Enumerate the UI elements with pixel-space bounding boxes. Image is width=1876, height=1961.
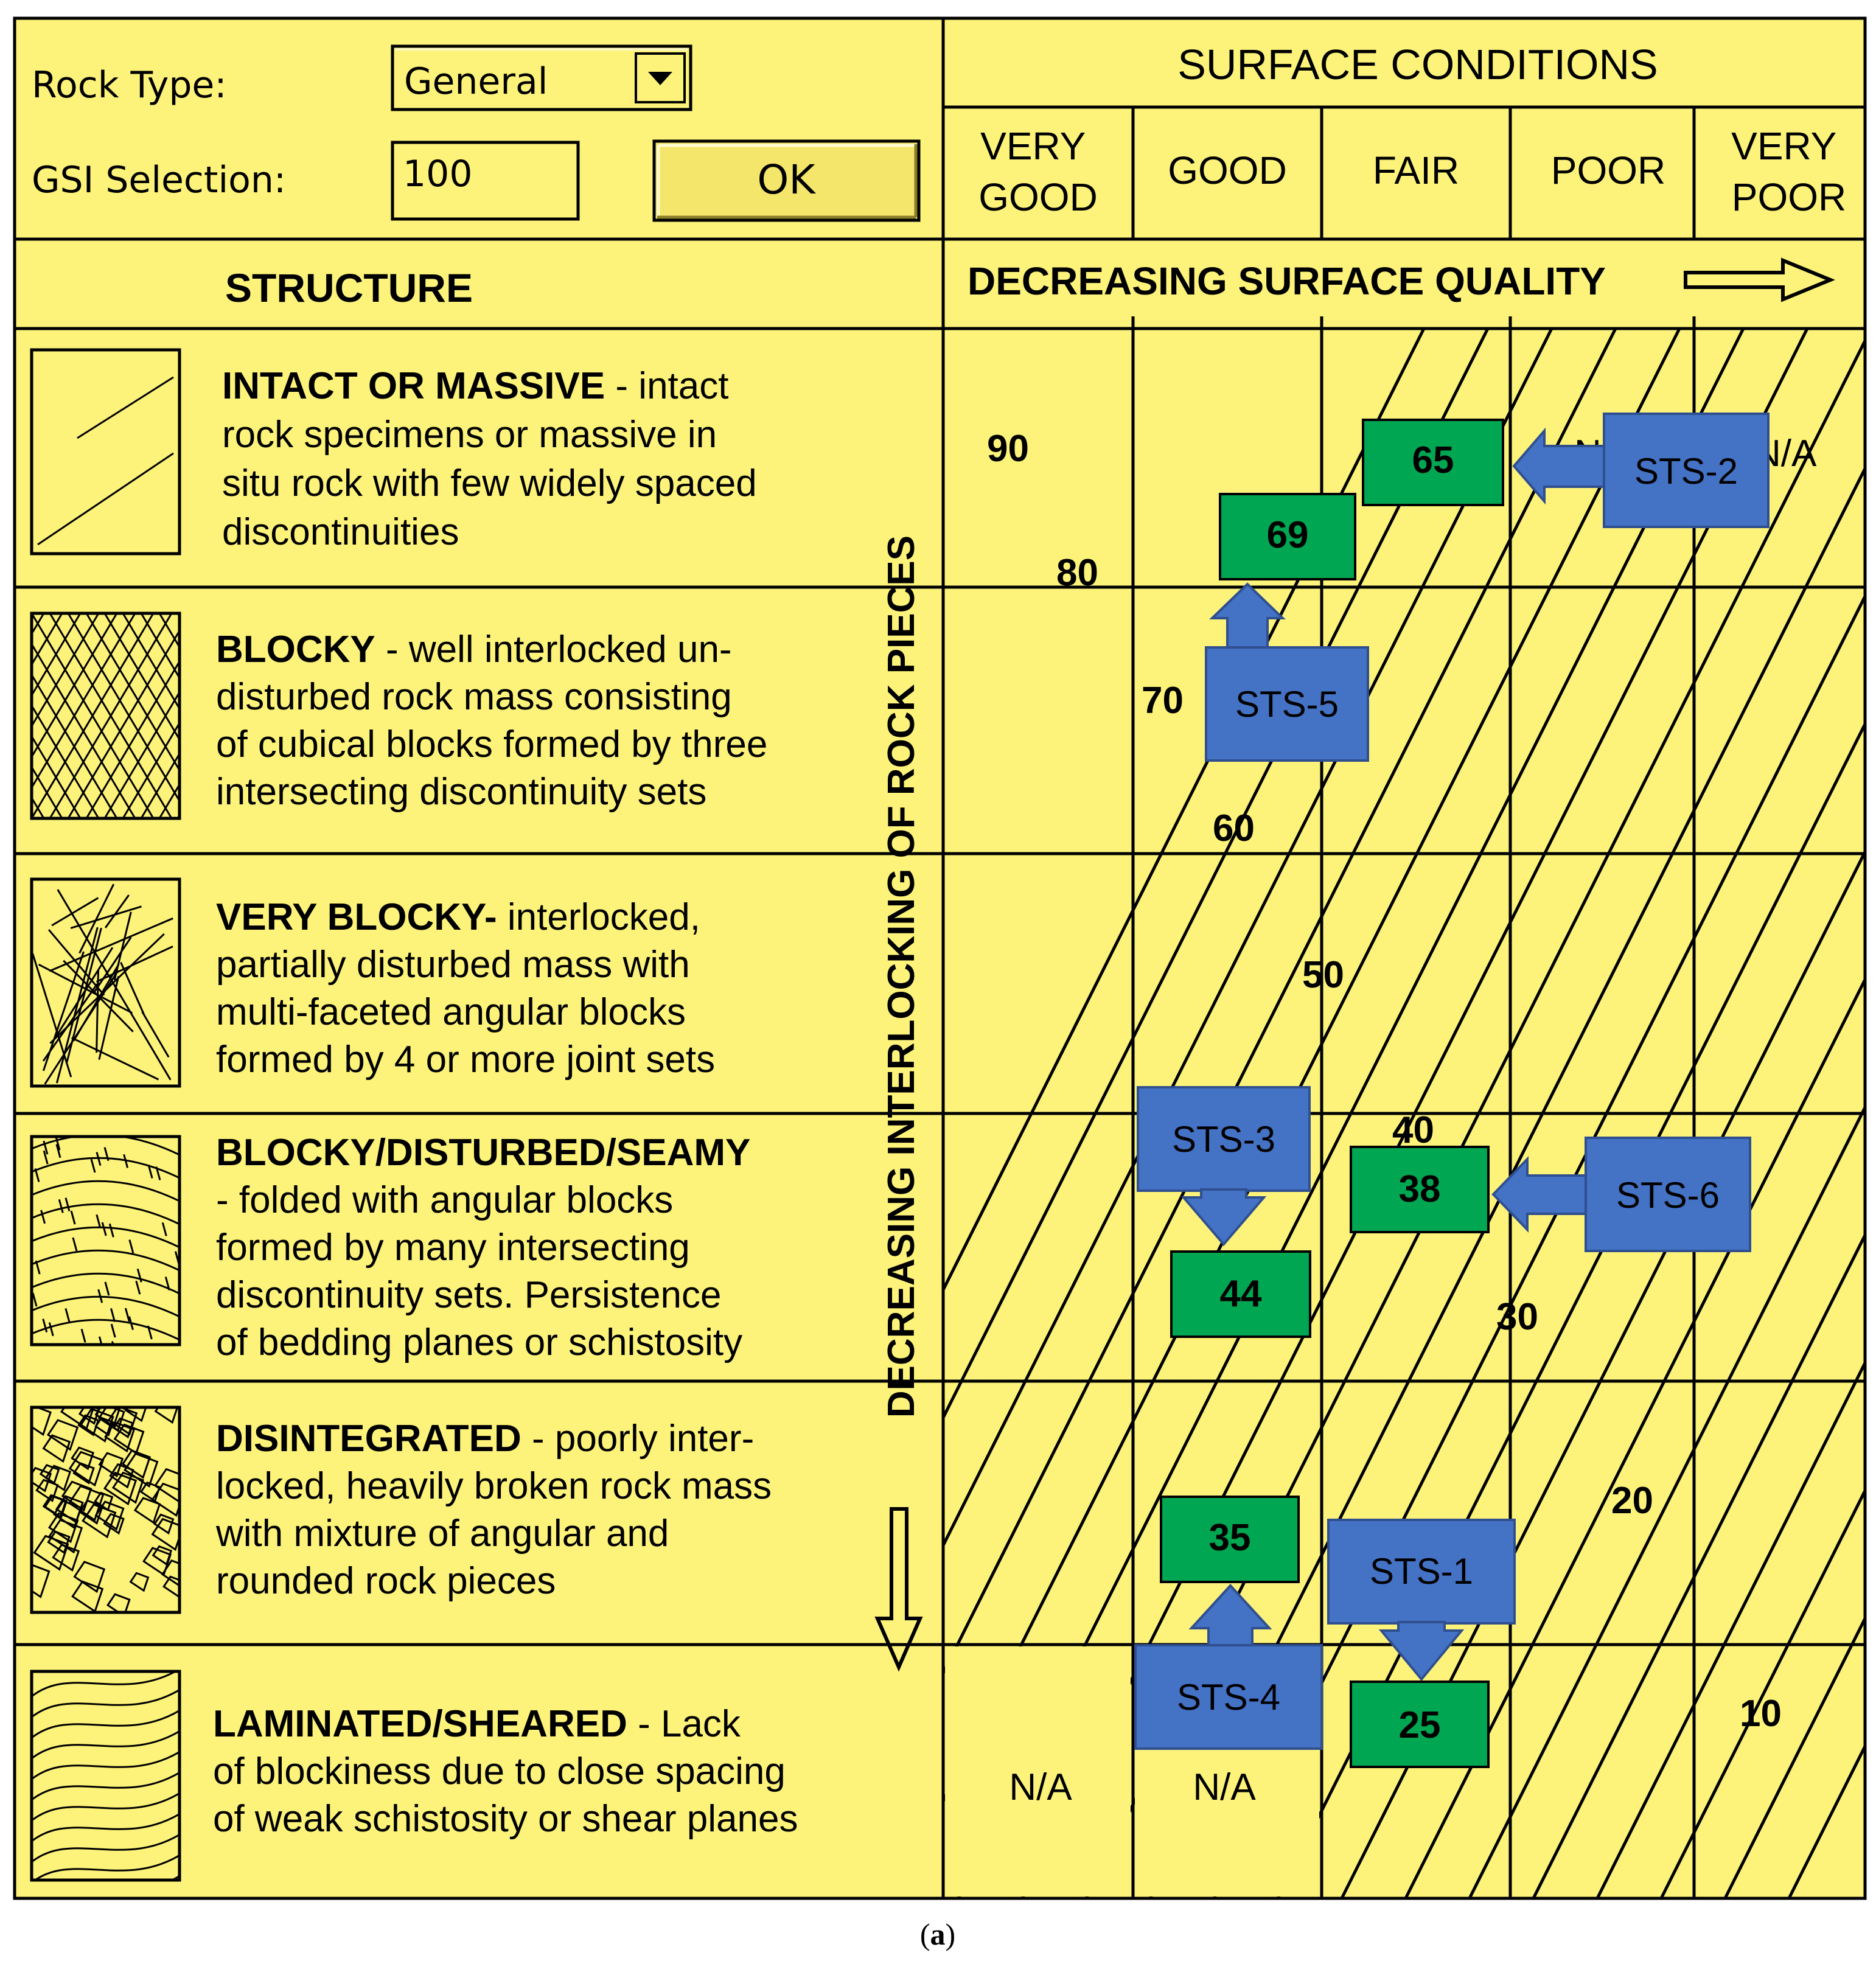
intact-icon <box>30 348 181 556</box>
dropdown-arrow-button[interactable] <box>635 52 686 103</box>
station-sts-4: STS-4 <box>1134 1584 1323 1750</box>
contour-line <box>1659 1487 1865 1898</box>
contour-line <box>943 329 1553 1549</box>
gsi-selection-label: GSI Selection: <box>32 159 286 201</box>
rock-type-value: General <box>404 60 548 103</box>
column-good: GOOD <box>1168 148 1287 192</box>
gsi-selection-value: 100 <box>403 153 473 195</box>
gsi-selection-input[interactable]: 100 <box>391 141 580 221</box>
structure-text-blocky: BLOCKY - well interlocked un- disturbed … <box>216 629 778 813</box>
station-sts-3: STS-3 <box>1137 1086 1311 1247</box>
ok-button-label: OK <box>757 156 816 203</box>
disintegrated-icon <box>30 1405 181 1614</box>
contour-label-30: 30 <box>1496 1296 1538 1338</box>
structure-descriptions: INTACT OR MASSIVE - intact rock specimen… <box>213 365 798 1840</box>
gsi-value-38: 38 <box>1350 1146 1490 1233</box>
contour-label-80: 80 <box>1056 552 1098 594</box>
very-blocky-icon <box>30 877 181 1088</box>
right-arrow-icon <box>1684 257 1835 302</box>
column-fair: FAIR <box>1373 148 1459 192</box>
contour-label-70: 70 <box>1142 680 1184 722</box>
contour-line <box>1468 1104 1865 1898</box>
contour-label-60: 60 <box>1213 807 1255 849</box>
contour-line <box>1723 1615 1865 1898</box>
svg-text:38: 38 <box>1399 1168 1441 1210</box>
station-label: STS-5 <box>1235 684 1339 725</box>
svg-text:25: 25 <box>1399 1704 1441 1746</box>
contour-label-90: 90 <box>987 428 1029 470</box>
seamy-icon <box>30 1135 181 1346</box>
svg-text:65: 65 <box>1412 439 1454 481</box>
station-label: STS-2 <box>1634 451 1738 492</box>
gsi-value-65: 65 <box>1362 419 1504 506</box>
structure-icons <box>30 348 181 1882</box>
gsi-value-boxes: 65 69 38 44 35 25 <box>1160 419 1504 1768</box>
structure-text-intact: INTACT OR MASSIVE - intact rock specimen… <box>222 365 767 553</box>
column-poor: POOR <box>1551 148 1665 192</box>
station-sts-2: STS-2 <box>1512 413 1770 528</box>
station-sts-5: STS-5 <box>1205 582 1369 762</box>
decreasing-surface-quality: DECREASING SURFACE QUALITY <box>968 259 1606 303</box>
frame-lines <box>15 18 1865 1898</box>
contour-line <box>1595 1359 1865 1898</box>
station-label: STS-4 <box>1177 1677 1280 1718</box>
structure-text-disintegrated: DISINTEGRATED - poorly inter- locked, he… <box>215 1418 782 1602</box>
gsi-value-44: 44 <box>1170 1250 1311 1338</box>
contour-label-40: 40 <box>1392 1109 1434 1151</box>
structure-text-seamy: BLOCKY/DISTURBED/SEAMY - folded with ang… <box>216 1132 761 1364</box>
rock-type-label: Rock Type: <box>32 64 227 106</box>
gsi-value-69: 69 <box>1219 493 1356 580</box>
gsi-value-35: 35 <box>1160 1496 1300 1583</box>
na-label: N/A <box>1009 1766 1072 1808</box>
surface-conditions-title: SURFACE CONDITIONS <box>1177 41 1658 88</box>
figure-caption: (a) <box>920 1917 955 1951</box>
station-sts-1: STS-1 <box>1327 1519 1516 1682</box>
decreasing-interlocking-label: DECREASING INTERLOCKING OF ROCK PIECES <box>880 535 922 1418</box>
structure-text-laminated: LAMINATED/SHEARED - Lack of blockiness d… <box>213 1703 798 1840</box>
contour-line <box>1212 593 1865 1898</box>
station-sts-6: STS-6 <box>1491 1137 1751 1252</box>
blocky-icon <box>30 611 181 820</box>
contour-label-50: 50 <box>1302 954 1344 996</box>
gsi-contour-lines <box>943 329 1865 1898</box>
structure-title: STRUCTURE <box>225 265 473 310</box>
contour-line <box>943 329 1490 1421</box>
na-labels: N/A N/A N/A N/A <box>1009 433 1817 1808</box>
svg-text:44: 44 <box>1220 1273 1262 1315</box>
grid-area <box>943 316 1865 1898</box>
contour-label-20: 20 <box>1611 1480 1653 1522</box>
contour-line <box>1532 1231 1865 1898</box>
laminated-icon <box>30 1670 181 1882</box>
contour-labels: 90 80 70 60 50 40 30 20 10 <box>987 428 1782 1735</box>
svg-text:69: 69 <box>1267 514 1309 556</box>
ok-button[interactable]: OK <box>652 139 921 222</box>
gsi-value-25: 25 <box>1350 1681 1490 1768</box>
svg-text:35: 35 <box>1209 1517 1251 1559</box>
contour-line <box>1404 976 1865 1898</box>
structure-row-dividers <box>15 585 1865 1646</box>
rock-type-dropdown[interactable]: General <box>391 44 692 111</box>
station-label: STS-6 <box>1616 1175 1720 1216</box>
station-label: STS-1 <box>1370 1551 1473 1592</box>
down-arrow-icon <box>874 1507 923 1672</box>
structure-text-very-blocky: VERY BLOCKY- interlocked, partially dist… <box>216 896 715 1081</box>
column-very-good: VERY GOOD <box>978 124 1098 219</box>
chevron-down-icon <box>648 72 672 85</box>
station-label: STS-3 <box>1172 1119 1275 1160</box>
contour-label-10: 10 <box>1740 1693 1782 1735</box>
contour-line <box>1340 848 1865 1898</box>
na-label: N/A <box>1193 1766 1256 1808</box>
column-very-poor: VERY POOR <box>1731 124 1847 219</box>
